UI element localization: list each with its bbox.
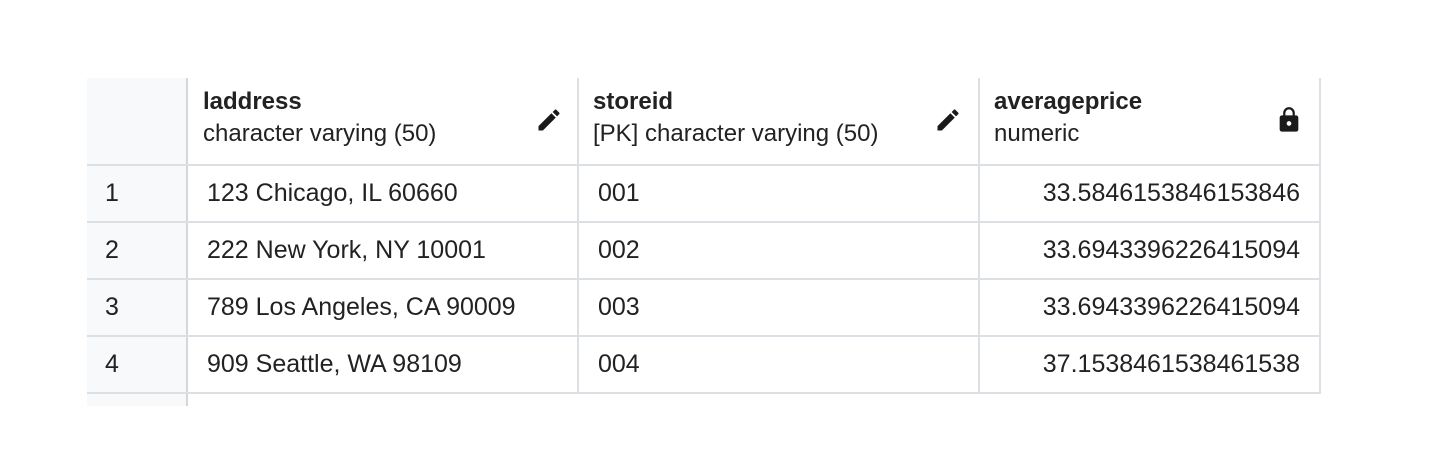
result-grid: laddress character varying (50) storeid … [87, 78, 1321, 406]
table-row[interactable]: 1 123 Chicago, IL 60660 001 33.584615384… [87, 166, 1321, 223]
column-name: storeid [593, 88, 674, 115]
column-name: averageprice [994, 88, 1143, 115]
cell-storeid[interactable]: 001 [579, 166, 980, 221]
cell-laddress[interactable]: 222 New York, NY 10001 [188, 223, 579, 278]
cell-averageprice[interactable]: 33.5846153846153846 [980, 166, 1321, 221]
row-number[interactable]: 4 [87, 337, 188, 392]
column-type: character varying (50) [203, 120, 437, 147]
row-number[interactable]: 3 [87, 280, 188, 335]
cell-laddress[interactable]: 909 Seattle, WA 98109 [188, 337, 579, 392]
column-header-averageprice[interactable]: averageprice numeric [980, 78, 1321, 164]
column-type: [PK] character varying (50) [593, 120, 879, 147]
cell-averageprice[interactable]: 33.6943396226415094 [980, 280, 1321, 335]
column-header-laddress[interactable]: laddress character varying (50) [188, 78, 579, 164]
cell-averageprice[interactable]: 37.1538461538461538 [980, 337, 1321, 392]
column-name: laddress [203, 88, 302, 115]
table-row[interactable]: 2 222 New York, NY 10001 002 33.69433962… [87, 223, 1321, 280]
cell-storeid[interactable]: 003 [579, 280, 980, 335]
row-number[interactable]: 1 [87, 166, 188, 221]
table-row[interactable]: 4 909 Seattle, WA 98109 004 37.153846153… [87, 337, 1321, 394]
row-number-header[interactable] [87, 78, 188, 164]
pencil-icon[interactable] [535, 106, 563, 134]
cell-storeid[interactable]: 002 [579, 223, 980, 278]
cell-laddress[interactable]: 789 Los Angeles, CA 90009 [188, 280, 579, 335]
row-number[interactable]: 2 [87, 223, 188, 278]
header-row: laddress character varying (50) storeid … [87, 78, 1321, 166]
cell-laddress[interactable]: 123 Chicago, IL 60660 [188, 166, 579, 221]
table-row[interactable]: 3 789 Los Angeles, CA 90009 003 33.69433… [87, 280, 1321, 337]
column-type: numeric [994, 120, 1080, 147]
cell-storeid[interactable]: 004 [579, 337, 980, 392]
lock-icon [1279, 107, 1299, 132]
pencil-icon[interactable] [934, 106, 962, 134]
row-number-gutter [87, 394, 188, 406]
cell-averageprice[interactable]: 33.6943396226415094 [980, 223, 1321, 278]
column-header-storeid[interactable]: storeid [PK] character varying (50) [579, 78, 980, 164]
